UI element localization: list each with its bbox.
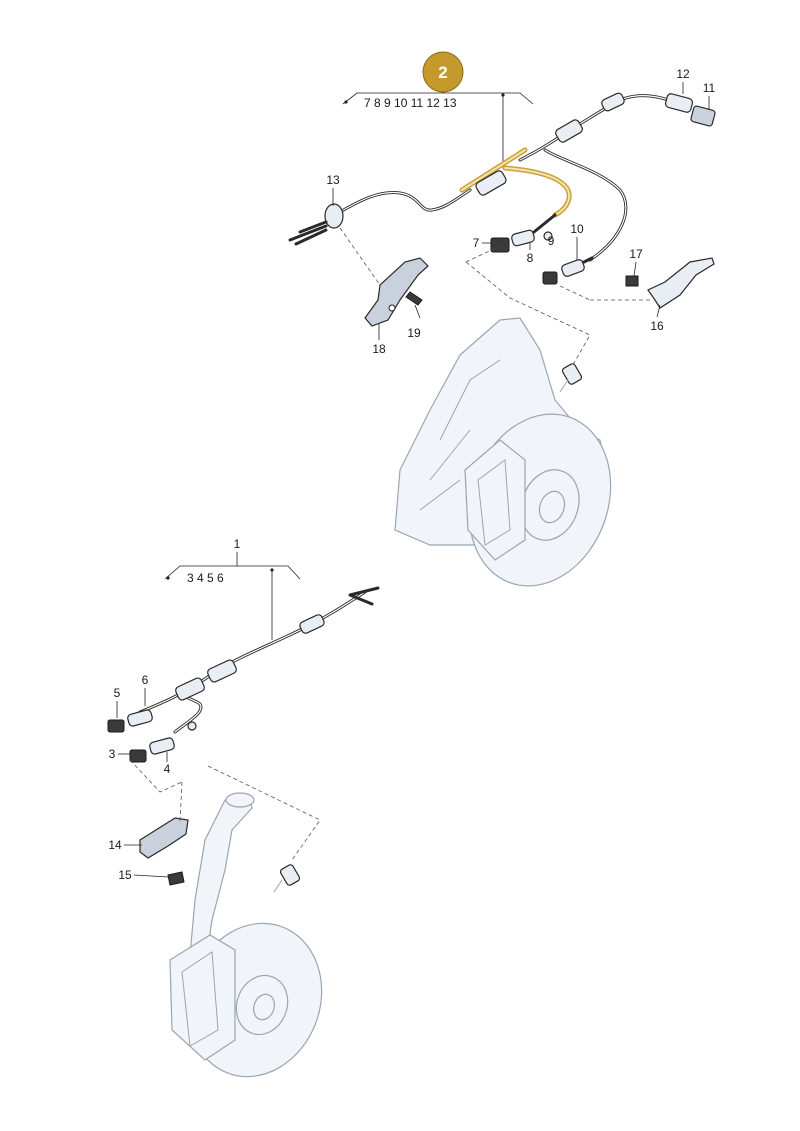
callout-12: 12 [676,67,690,81]
callout-4: 4 [164,762,171,776]
callout-9: 9 [548,234,555,248]
lower-group-numbers: 3 4 5 6 [187,571,224,585]
upper-wiring-harness[interactable] [288,92,716,262]
lower-sensor-upper[interactable] [107,709,153,733]
front-wheel-hub-assembly [394,317,612,587]
callout-13: 13 [326,173,340,187]
lower-group-bracket: 1 3 4 5 6 [164,537,301,640]
callout-3: 3 [109,747,116,761]
lower-callouts: 5 6 3 4 14 15 [108,673,170,882]
upper-group-numbers: 7 8 9 10 11 12 13 [364,96,457,110]
badge-label: 2 [438,63,447,82]
callout-7: 7 [473,236,480,250]
lower-wheel-sensor[interactable] [273,864,301,893]
bracket-16[interactable] [647,257,715,309]
rear-wheel-hub-assembly [169,792,323,1078]
bolt-17[interactable] [625,275,639,287]
callout-16: 16 [650,319,664,333]
callout-15: 15 [118,868,132,882]
upper-sensor-right[interactable] [542,256,594,285]
lower-wiring-harness[interactable] [138,586,380,734]
callout-10: 10 [570,222,584,236]
callout-18: 18 [372,342,386,356]
lower-sensor-lower[interactable] [129,721,197,763]
lower-group-label: 1 [234,537,241,551]
upper-dashed-guides [339,227,650,371]
callout-19: 19 [407,326,421,340]
callout-6: 6 [142,673,149,687]
badge[interactable]: 2 [422,51,464,93]
callout-11: 11 [703,81,716,95]
upper-sensor-left[interactable] [490,213,557,253]
callout-14: 14 [108,838,122,852]
callout-17: 17 [629,247,643,261]
upper-wheel-sensor[interactable] [559,363,583,393]
bracket-14[interactable] [139,817,189,859]
upper-group-bracket: 7 8 9 10 11 12 13 [342,92,534,162]
lower-dashed-guides [129,759,321,861]
upper-callouts: 12 11 13 7 8 9 10 17 16 18 19 [326,67,715,356]
bracket-18[interactable] [364,257,429,327]
callout-8: 8 [527,251,534,265]
callout-5: 5 [114,686,121,700]
bolt-19[interactable] [405,291,423,319]
bolt-15[interactable] [167,871,185,886]
